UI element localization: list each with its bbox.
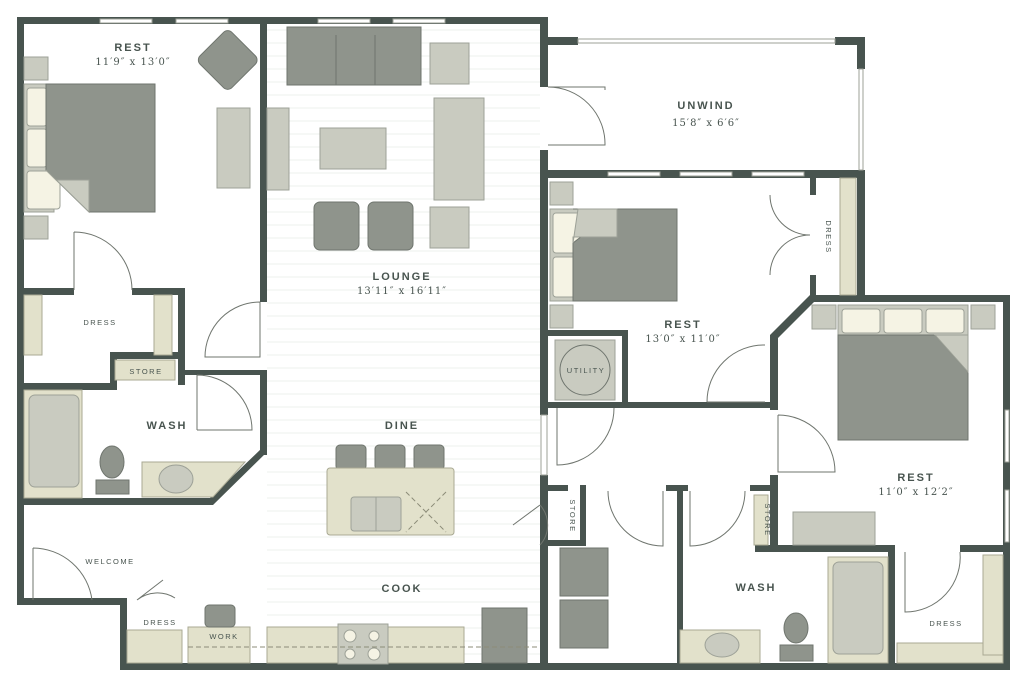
label-dress-1: DRESS	[83, 318, 116, 327]
room-label-dine: DINE	[385, 420, 419, 432]
label-work: WORK	[209, 632, 238, 641]
label-dress-entry: DRESS	[143, 618, 176, 627]
room-dims-unwind: 15′8″ x 6′6″	[672, 118, 740, 129]
wash2-fixtures	[679, 554, 1004, 664]
room-dims-rest-3: 11′0″ x 12′2″	[878, 487, 953, 498]
doors	[32, 86, 961, 613]
room-label-wash-1: WASH	[147, 420, 188, 432]
label-store-1: STORE	[129, 367, 162, 376]
label-utility: UTILITY	[567, 366, 605, 375]
rest3-furniture	[753, 304, 996, 546]
windows	[99, 18, 1010, 543]
room-label-rest-3: REST	[897, 472, 934, 484]
room-dims-rest-1: 11′9″ x 13′0″	[95, 57, 170, 68]
wash1-fixtures	[23, 389, 247, 499]
label-dress-3: DRESS	[929, 619, 962, 628]
label-dress-2: DRESS	[824, 220, 833, 253]
room-label-unwind: UNWIND	[677, 100, 734, 112]
label-welcome: WELCOME	[85, 557, 134, 566]
room-label-rest-1: REST	[114, 42, 151, 54]
room-label-wash-2: WASH	[736, 582, 777, 594]
label-store-3: STORE	[763, 503, 772, 536]
kitchen	[126, 444, 540, 665]
rest2-furniture	[549, 177, 857, 649]
floor-texture	[267, 29, 540, 655]
room-label-rest-2: REST	[664, 319, 701, 331]
room-dims-rest-2: 13′0″ x 11′0″	[645, 334, 720, 345]
room-label-lounge: LOUNGE	[372, 271, 431, 283]
label-store-2: STORE	[568, 499, 577, 532]
room-label-cook: COOK	[382, 583, 423, 595]
lounge-furniture	[286, 26, 485, 251]
rest1-furniture	[23, 30, 290, 381]
room-labels: REST 11′9″ x 13′0″ LOUNGE 13′11″ x 16′11…	[83, 42, 962, 641]
room-dims-lounge: 13′11″ x 16′11″	[357, 286, 447, 297]
